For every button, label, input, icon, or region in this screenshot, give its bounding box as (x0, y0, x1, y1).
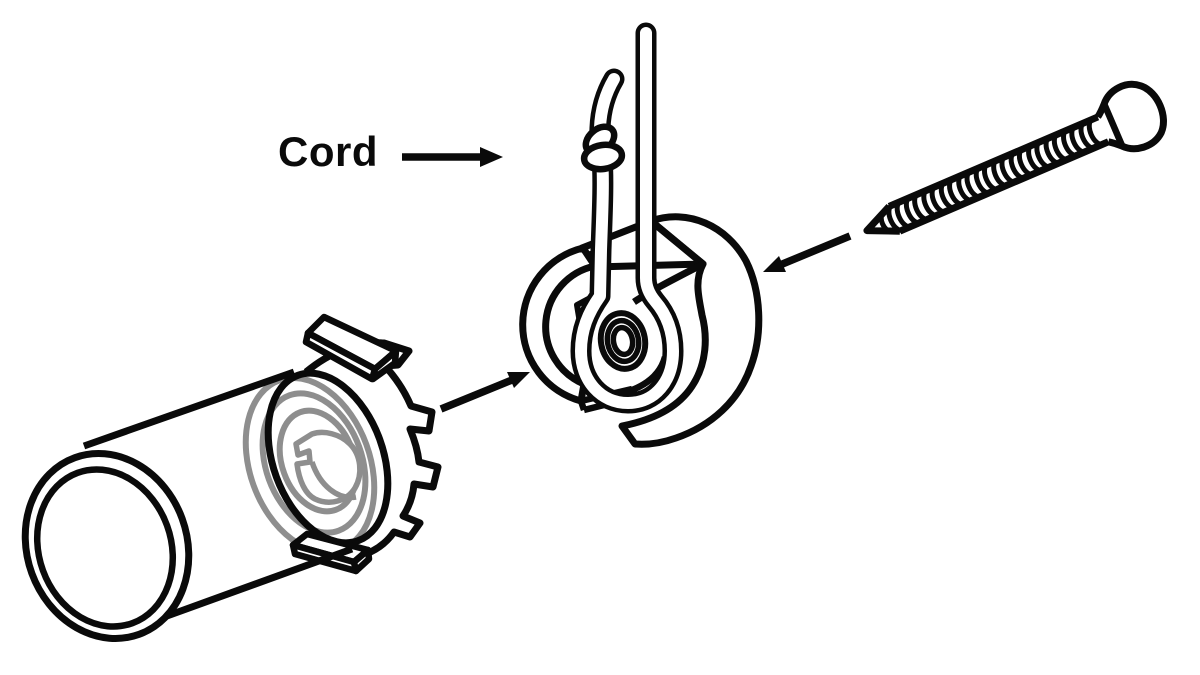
tube-to-bracket-arrow (439, 372, 530, 413)
clutch-core-keyhole (293, 429, 363, 505)
mounting-screw (863, 80, 1167, 235)
tube-bottom-edge (165, 545, 354, 620)
tube-top-edge (82, 368, 296, 450)
knot-lump-lower (580, 141, 626, 173)
arrow-head-icon (507, 372, 530, 388)
arrow-head-icon (763, 256, 786, 272)
cord-label: Cord (278, 128, 378, 175)
eyelet-inner-ring (610, 324, 636, 358)
cap-bottom-tab-side (350, 546, 373, 575)
tube-end-outer (21, 450, 193, 642)
arrow-shaft (439, 376, 514, 413)
clutch-ring-middle (259, 390, 369, 536)
screw-shaft-edges (887, 113, 1110, 235)
tube-end-inner (33, 466, 177, 630)
cap-top-tab-side (369, 347, 400, 383)
bracket-body (618, 213, 763, 448)
arrow-shaft (778, 232, 852, 269)
roller-tube (21, 313, 442, 642)
bracket-front-ring (519, 244, 599, 405)
ratchet-cap-front-rim (264, 369, 392, 547)
eyelet-middle-ring (604, 317, 642, 365)
clutch-core-sweep (309, 461, 357, 501)
screw-threads (878, 117, 1104, 234)
cord-label-group: Cord (278, 128, 503, 175)
bracket-slot-upper-edge (632, 260, 705, 305)
bracket-eyelet (597, 310, 649, 372)
screw-head-base (1101, 102, 1126, 148)
cord-knot (580, 123, 626, 173)
hidden-clutch-mechanism (242, 374, 378, 556)
label-arrow-head-icon (480, 147, 503, 167)
screw-to-bracket-arrow (763, 232, 852, 272)
